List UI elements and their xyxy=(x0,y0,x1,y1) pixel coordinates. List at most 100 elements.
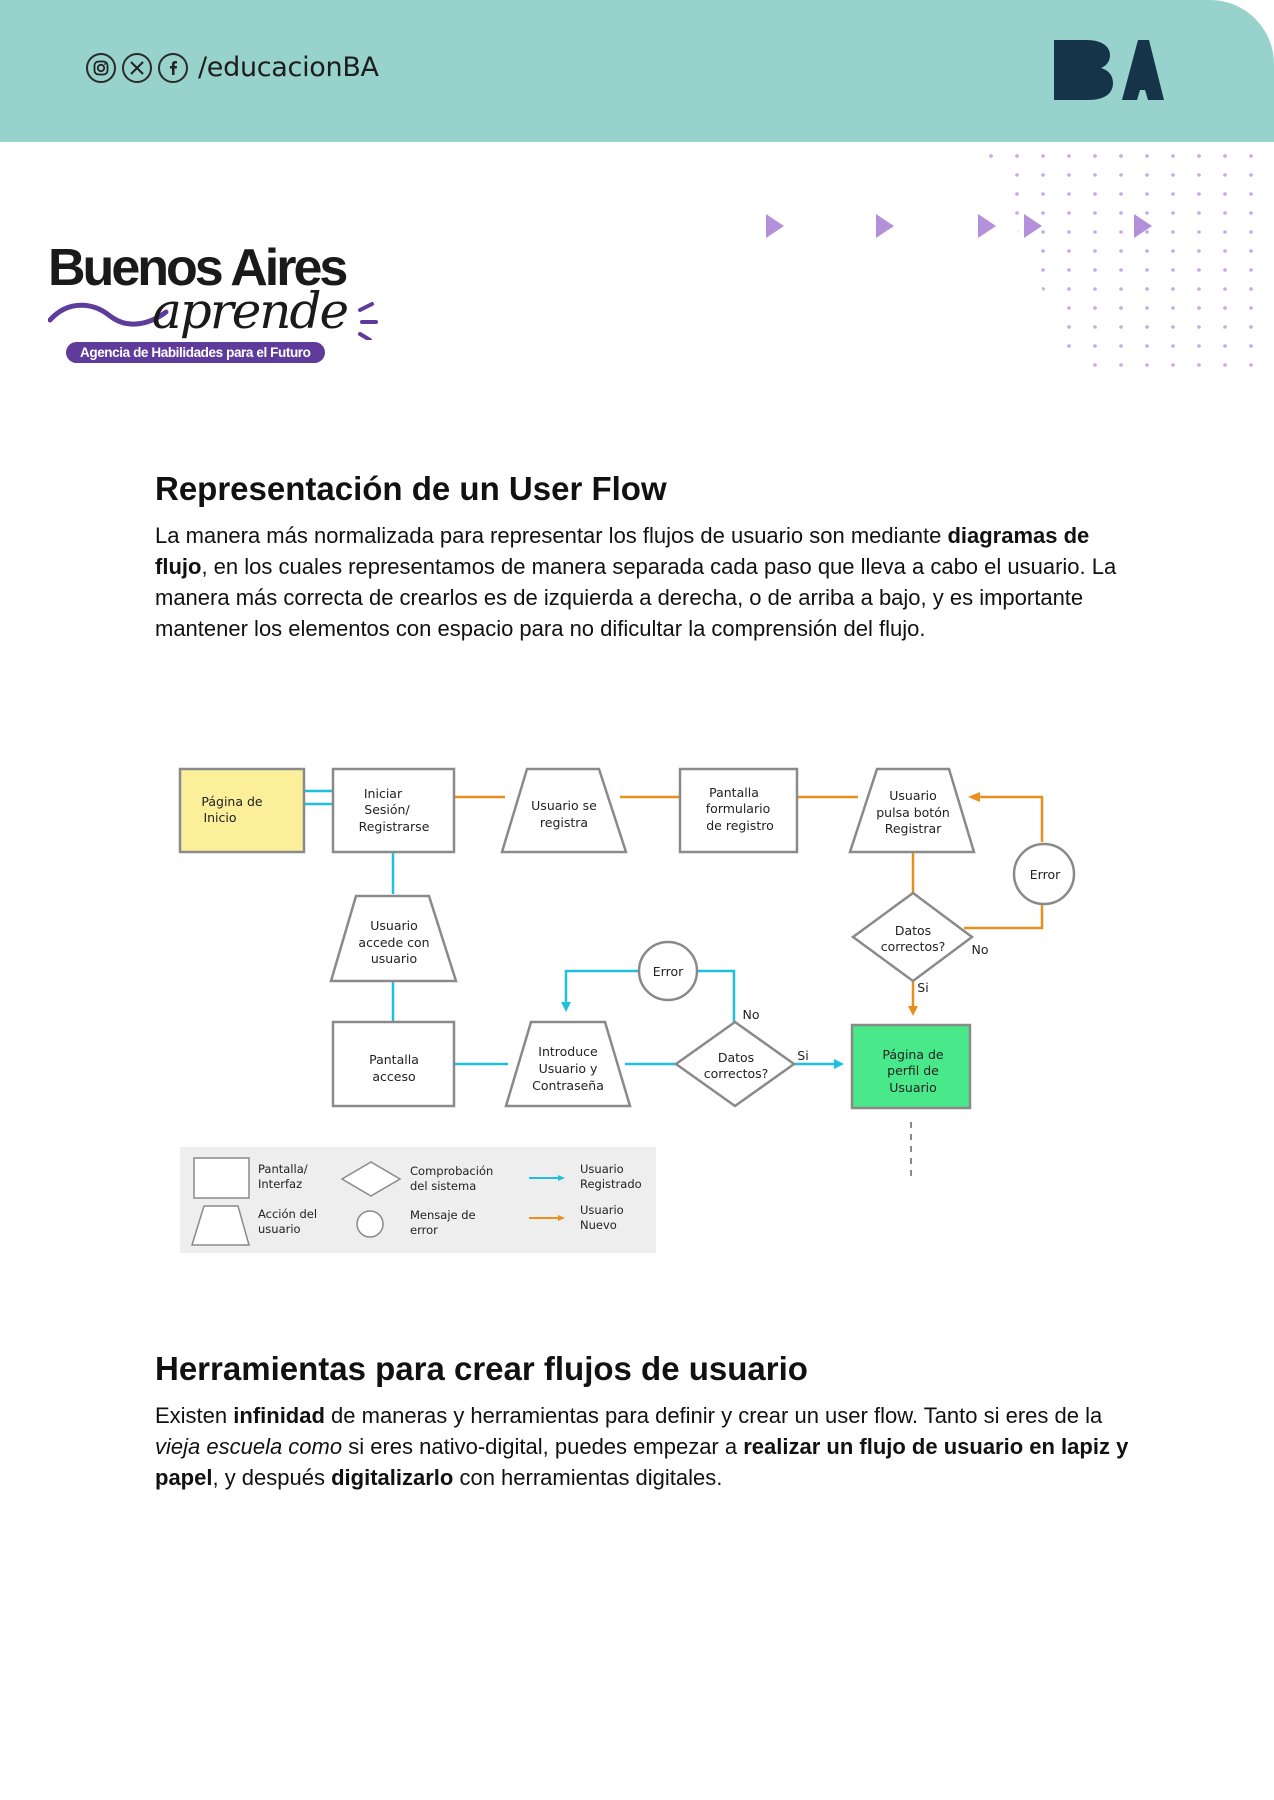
paragraph-segment: digitalizarlo xyxy=(331,1465,454,1490)
legend-pantalla-2: Interfaz xyxy=(258,1177,302,1191)
social-handle: /educacionBA xyxy=(198,52,379,83)
legend-comprobacion-2: del sistema xyxy=(410,1179,476,1193)
logo-tagline: Agencia de Habilidades para el Futuro xyxy=(66,342,325,363)
label-usuario-pulsa-2: pulsa botón xyxy=(876,805,950,820)
paragraph-segment: diagramas de flujo xyxy=(155,523,1090,579)
legend-check-shape xyxy=(340,1161,402,1197)
label-pagina-perfil-3: Usuario xyxy=(889,1080,937,1095)
label-introduce-3: Contraseña xyxy=(532,1078,604,1093)
node-datos-correctos-right xyxy=(850,891,975,983)
node-usuario-registra xyxy=(500,767,628,854)
label-iniciar-3: Registrarse xyxy=(359,819,430,834)
label-pantalla-acceso-2: acceso xyxy=(372,1069,415,1084)
paragraph-segment: vieja escuela como xyxy=(155,1434,343,1459)
label-no-right: No xyxy=(972,942,989,957)
label-pantalla-formulario-1: Pantalla xyxy=(709,785,759,800)
paragraph-segment: realizar un flujo de usuario en lapiz y … xyxy=(155,1434,1129,1490)
header-band: /educacionBA xyxy=(0,0,1274,142)
legend-nuevo-1: Usuario xyxy=(580,1203,624,1217)
legend-screen-shape xyxy=(193,1157,250,1199)
label-usuario-pulsa-1: Usuario xyxy=(889,788,937,803)
label-error-top: Error xyxy=(1030,867,1061,882)
logo-script: aprende xyxy=(152,282,349,340)
paragraph-segment: infinidad xyxy=(233,1403,325,1428)
section-user-flow: Representación de un User Flow La manera… xyxy=(155,470,1135,644)
label-datos-mid-1: Datos xyxy=(718,1050,754,1065)
paragraph-segment: de maneras y herramientas para definir y… xyxy=(324,1403,1103,1428)
logo-swash-icon xyxy=(48,302,378,340)
node-iniciar-sesion xyxy=(331,767,456,854)
legend-error-shape xyxy=(356,1210,384,1238)
node-pantalla-acceso xyxy=(331,1020,456,1108)
label-datos-mid-2: correctos? xyxy=(704,1066,769,1081)
legend-accion-2: usuario xyxy=(258,1222,301,1236)
x-icon[interactable] xyxy=(122,52,152,83)
label-si-mid: Si xyxy=(797,1048,808,1063)
label-introduce-1: Introduce xyxy=(538,1044,598,1059)
node-usuario-pulsa xyxy=(848,767,976,854)
label-iniciar-1: Iniciar xyxy=(364,786,403,801)
section-heading: Representación de un User Flow xyxy=(155,470,667,507)
node-pagina-perfil xyxy=(850,1023,972,1110)
label-usuario-registra-1: Usuario se xyxy=(531,798,597,813)
label-pagina-perfil-2: perfil de xyxy=(887,1063,939,1078)
paragraph-segment: si eres nativo-digital, puedes empezar a xyxy=(342,1434,744,1459)
instagram-icon[interactable] xyxy=(86,52,116,83)
legend-nuevo-2: Nuevo xyxy=(580,1218,617,1232)
facebook-icon[interactable] xyxy=(158,52,188,83)
section-heading: Herramientas para crear flujos de usuari… xyxy=(155,1350,808,1387)
paragraph-segment: con herramientas digitales. xyxy=(453,1465,723,1490)
node-usuario-accede xyxy=(329,894,458,983)
label-no-mid: No xyxy=(743,1007,760,1022)
label-error-mid: Error xyxy=(653,964,684,979)
ba-logo xyxy=(1054,40,1164,100)
label-usuario-pulsa-3: Registrar xyxy=(885,821,942,836)
buenos-aires-aprende-logo: Buenos Aires aprende Agencia de Habilida… xyxy=(48,242,388,372)
node-error-top xyxy=(1012,842,1076,906)
legend-pantalla-1: Pantalla/ xyxy=(258,1162,308,1176)
node-introduce xyxy=(504,1020,632,1108)
node-pagina-inicio xyxy=(178,767,306,854)
decorative-pattern xyxy=(766,140,1274,380)
label-iniciar-2: Sesión/ xyxy=(364,802,410,817)
section-herramientas: Herramientas para crear flujos de usuari… xyxy=(155,1350,1135,1493)
node-error-mid xyxy=(637,940,699,1002)
label-pagina-inicio-2: Inicio xyxy=(203,810,236,825)
label-si-right: Si xyxy=(917,980,928,995)
social-links: /educacionBA xyxy=(86,52,379,83)
legend-registrado-1: Usuario xyxy=(580,1162,624,1176)
node-datos-correctos-mid xyxy=(673,1020,797,1108)
label-pagina-perfil-1: Página de xyxy=(882,1047,944,1062)
node-pantalla-formulario xyxy=(678,767,799,854)
label-usuario-accede-2: accede con xyxy=(358,935,429,950)
paragraph-segment: , en los cuales representamos de manera … xyxy=(155,554,1117,641)
paragraph-segment: , y después xyxy=(212,1465,332,1490)
legend-mensaje-2: error xyxy=(410,1223,438,1237)
legend-comprobacion-1: Comprobación xyxy=(410,1164,493,1178)
legend-mensaje-1: Mensaje de xyxy=(410,1208,476,1222)
legend-registrado-2: Registrado xyxy=(580,1177,642,1191)
label-pantalla-formulario-3: de registro xyxy=(706,818,774,833)
label-introduce-2: Usuario y xyxy=(539,1061,598,1076)
label-pantalla-acceso-1: Pantalla xyxy=(369,1052,419,1067)
legend-accion-1: Acción del xyxy=(258,1207,317,1221)
label-usuario-accede-3: usuario xyxy=(371,951,417,966)
svg-text:Pantalla/Interfaz: Pantalla/Interfaz xyxy=(258,1162,308,1191)
label-pantalla-formulario-2: formulario xyxy=(706,801,770,816)
